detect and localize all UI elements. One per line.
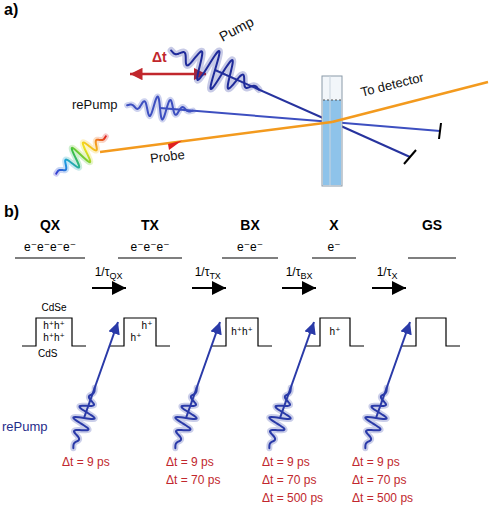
delay-label: Δt <box>152 50 167 64</box>
cuvette-liquid <box>323 100 341 185</box>
cuvette-edge <box>330 76 331 186</box>
rate-label: 1/τ <box>195 266 210 278</box>
delay-label: Δt = 70 ps <box>262 474 316 486</box>
light-pulse <box>175 388 196 448</box>
panel-letter: a) <box>4 2 18 18</box>
delay-label: Δt = 70 ps <box>352 474 406 486</box>
material-label: CdS <box>38 349 57 359</box>
electron-label: e⁻e⁻ <box>237 241 263 253</box>
beam-name: rePump <box>2 420 48 433</box>
pulse-glow <box>127 97 193 120</box>
rate-subscript: BX <box>300 272 312 281</box>
pulse-glow <box>171 51 259 90</box>
state-name: QX <box>40 218 60 232</box>
delay-label: Δt = 500 ps <box>262 492 323 504</box>
hole-label: h⁺h⁺ <box>231 327 253 337</box>
repump-beam-exit <box>332 122 440 131</box>
pulse-glow <box>56 136 106 173</box>
beam-stop <box>439 123 441 139</box>
hole-label: h⁺ <box>131 333 142 343</box>
decay-arrow <box>92 287 126 289</box>
delay-label: Δt = 9 ps <box>166 456 214 468</box>
probe-beam <box>100 122 332 152</box>
electron-level <box>408 257 456 258</box>
pulse-group <box>56 51 387 449</box>
cuvette <box>322 76 342 186</box>
electron-label: e⁻ <box>327 241 340 253</box>
light-pulse <box>365 388 386 448</box>
hole-label: h⁺h⁺ <box>43 321 65 331</box>
beam-stop <box>404 150 416 164</box>
pulse-glow <box>365 388 386 448</box>
hole-label: h⁺ <box>330 327 341 337</box>
rate-label: 1/τ <box>377 266 392 278</box>
rate-label: 1/τ <box>95 266 110 278</box>
delay-label: Δt = 9 ps <box>262 456 310 468</box>
probe-beam-exit <box>332 82 488 122</box>
light-pulse <box>269 388 290 448</box>
band-well <box>306 318 364 346</box>
state-name: X <box>329 218 338 232</box>
delay-label: Δt = 500 ps <box>352 492 413 504</box>
band-well <box>22 318 86 346</box>
rate-subscript: TX <box>209 272 221 281</box>
electron-level <box>118 257 182 258</box>
decay-arrow <box>192 287 226 289</box>
band-well <box>402 318 460 346</box>
light-pulse <box>127 97 193 120</box>
state-name: GS <box>422 218 442 232</box>
hole-label: h⁺ <box>142 321 153 331</box>
electron-level <box>222 257 278 258</box>
delay-label: Δt = 70 ps <box>166 474 220 486</box>
decay-arrow <box>282 287 316 289</box>
state-name: BX <box>240 218 259 232</box>
light-pulse <box>73 388 94 448</box>
panel-letter: b) <box>4 204 19 220</box>
beam-name: Pump <box>217 14 256 44</box>
pulse-glow <box>175 388 196 448</box>
rate-subscript: QX <box>109 272 122 281</box>
pulse-glow <box>269 388 290 448</box>
band-well <box>212 318 272 346</box>
electron-label: e⁻e⁻e⁻e⁻ <box>24 241 76 253</box>
electron-level <box>15 257 85 258</box>
decay-arrow <box>372 287 406 289</box>
hole-label: h⁺h⁺ <box>43 333 65 343</box>
delay-label: Δt = 9 ps <box>352 456 400 468</box>
beam-name: Probe <box>149 148 185 165</box>
liquid-level <box>323 100 341 101</box>
rate-subscript: X <box>391 272 397 281</box>
material-label: CdSe <box>41 303 66 313</box>
band-well <box>110 318 170 346</box>
pulse-glow <box>73 388 94 448</box>
electron-label: e⁻e⁻e⁻ <box>130 241 169 253</box>
delay-label: Δt = 9 ps <box>62 456 110 468</box>
beam-name: To detector <box>359 70 425 98</box>
state-name: TX <box>141 218 159 232</box>
electron-level <box>312 257 356 258</box>
light-pulse <box>56 136 106 173</box>
light-pulse <box>171 51 259 90</box>
rate-label: 1/τ <box>286 266 301 278</box>
beam-name: rePump <box>72 98 118 111</box>
